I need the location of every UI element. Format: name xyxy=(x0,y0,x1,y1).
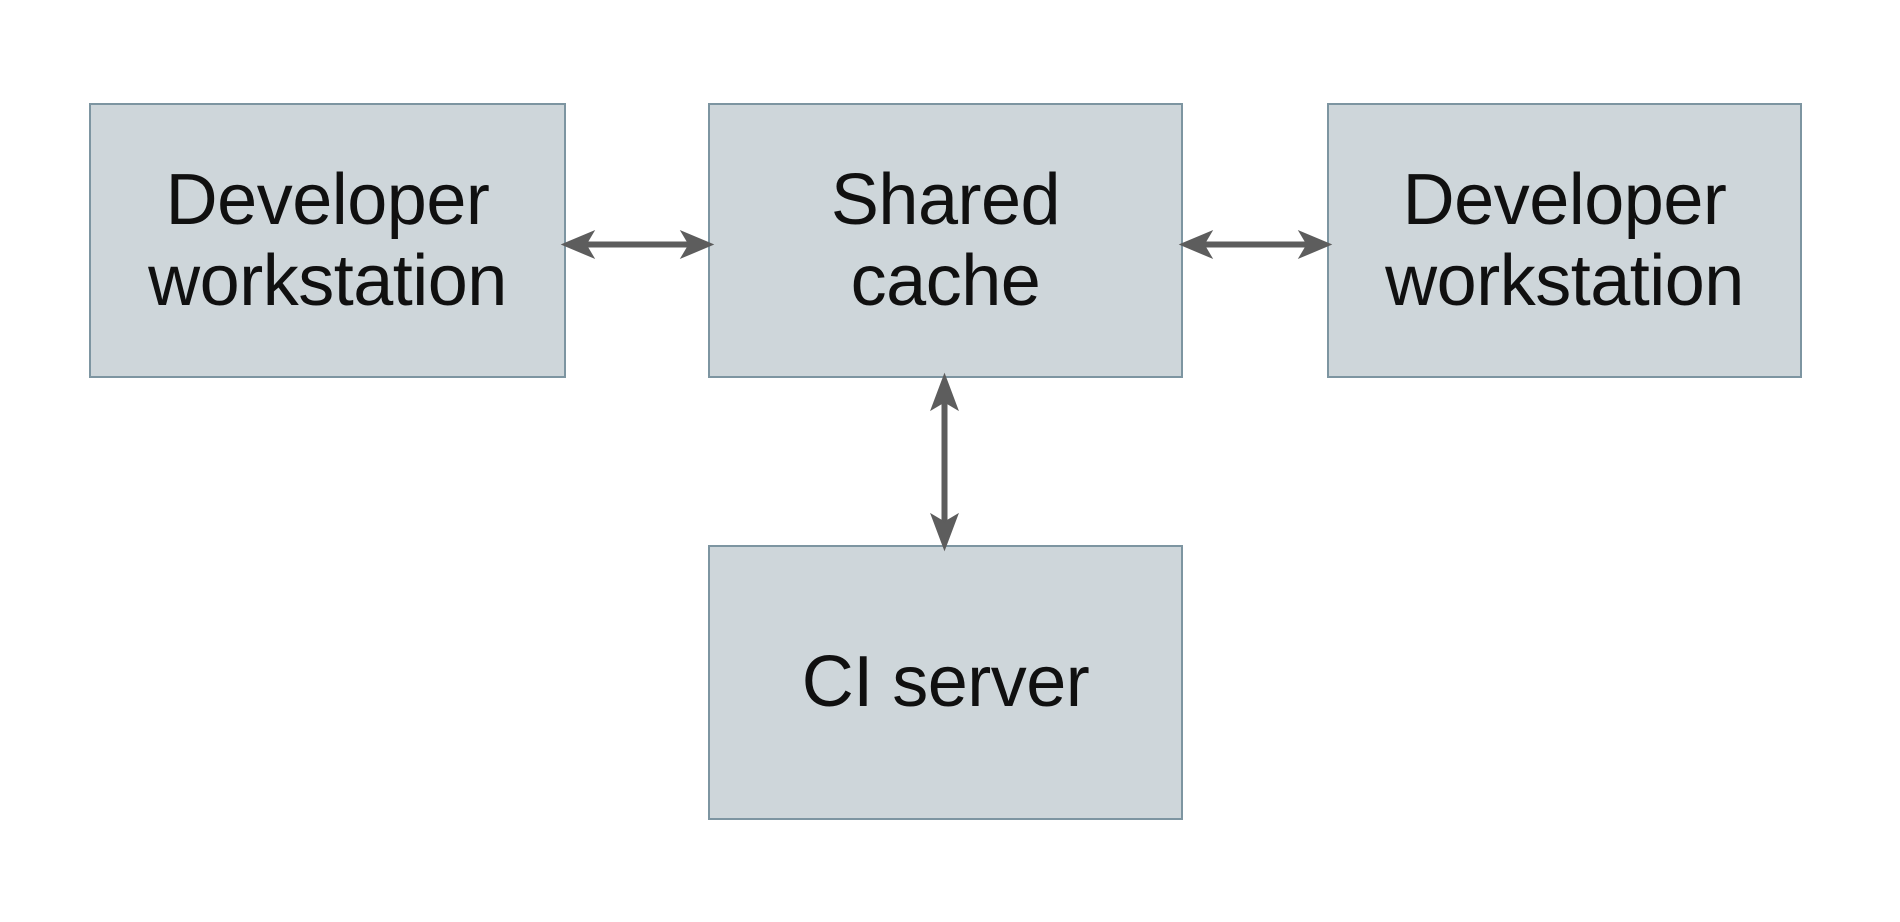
node-label: Developer workstation xyxy=(1385,159,1744,321)
node-developer-workstation-right[interactable]: Developer workstation xyxy=(1327,103,1802,378)
edge-developer-left-to-shared-cache[interactable] xyxy=(560,215,715,275)
bidirectional-arrow-icon xyxy=(560,229,715,260)
node-shared-cache[interactable]: Shared cache xyxy=(708,103,1183,378)
bidirectional-arrow-icon xyxy=(930,372,959,552)
node-developer-workstation-left[interactable]: Developer workstation xyxy=(89,103,566,378)
node-label: CI server xyxy=(801,642,1090,723)
node-ci-server[interactable]: CI server xyxy=(708,545,1183,820)
node-label: Developer workstation xyxy=(148,159,507,321)
bidirectional-arrow-icon xyxy=(1178,229,1333,260)
node-label: Shared cache xyxy=(830,159,1061,321)
edge-shared-cache-to-ci-server[interactable] xyxy=(915,372,975,552)
edge-shared-cache-to-developer-right[interactable] xyxy=(1178,215,1333,275)
